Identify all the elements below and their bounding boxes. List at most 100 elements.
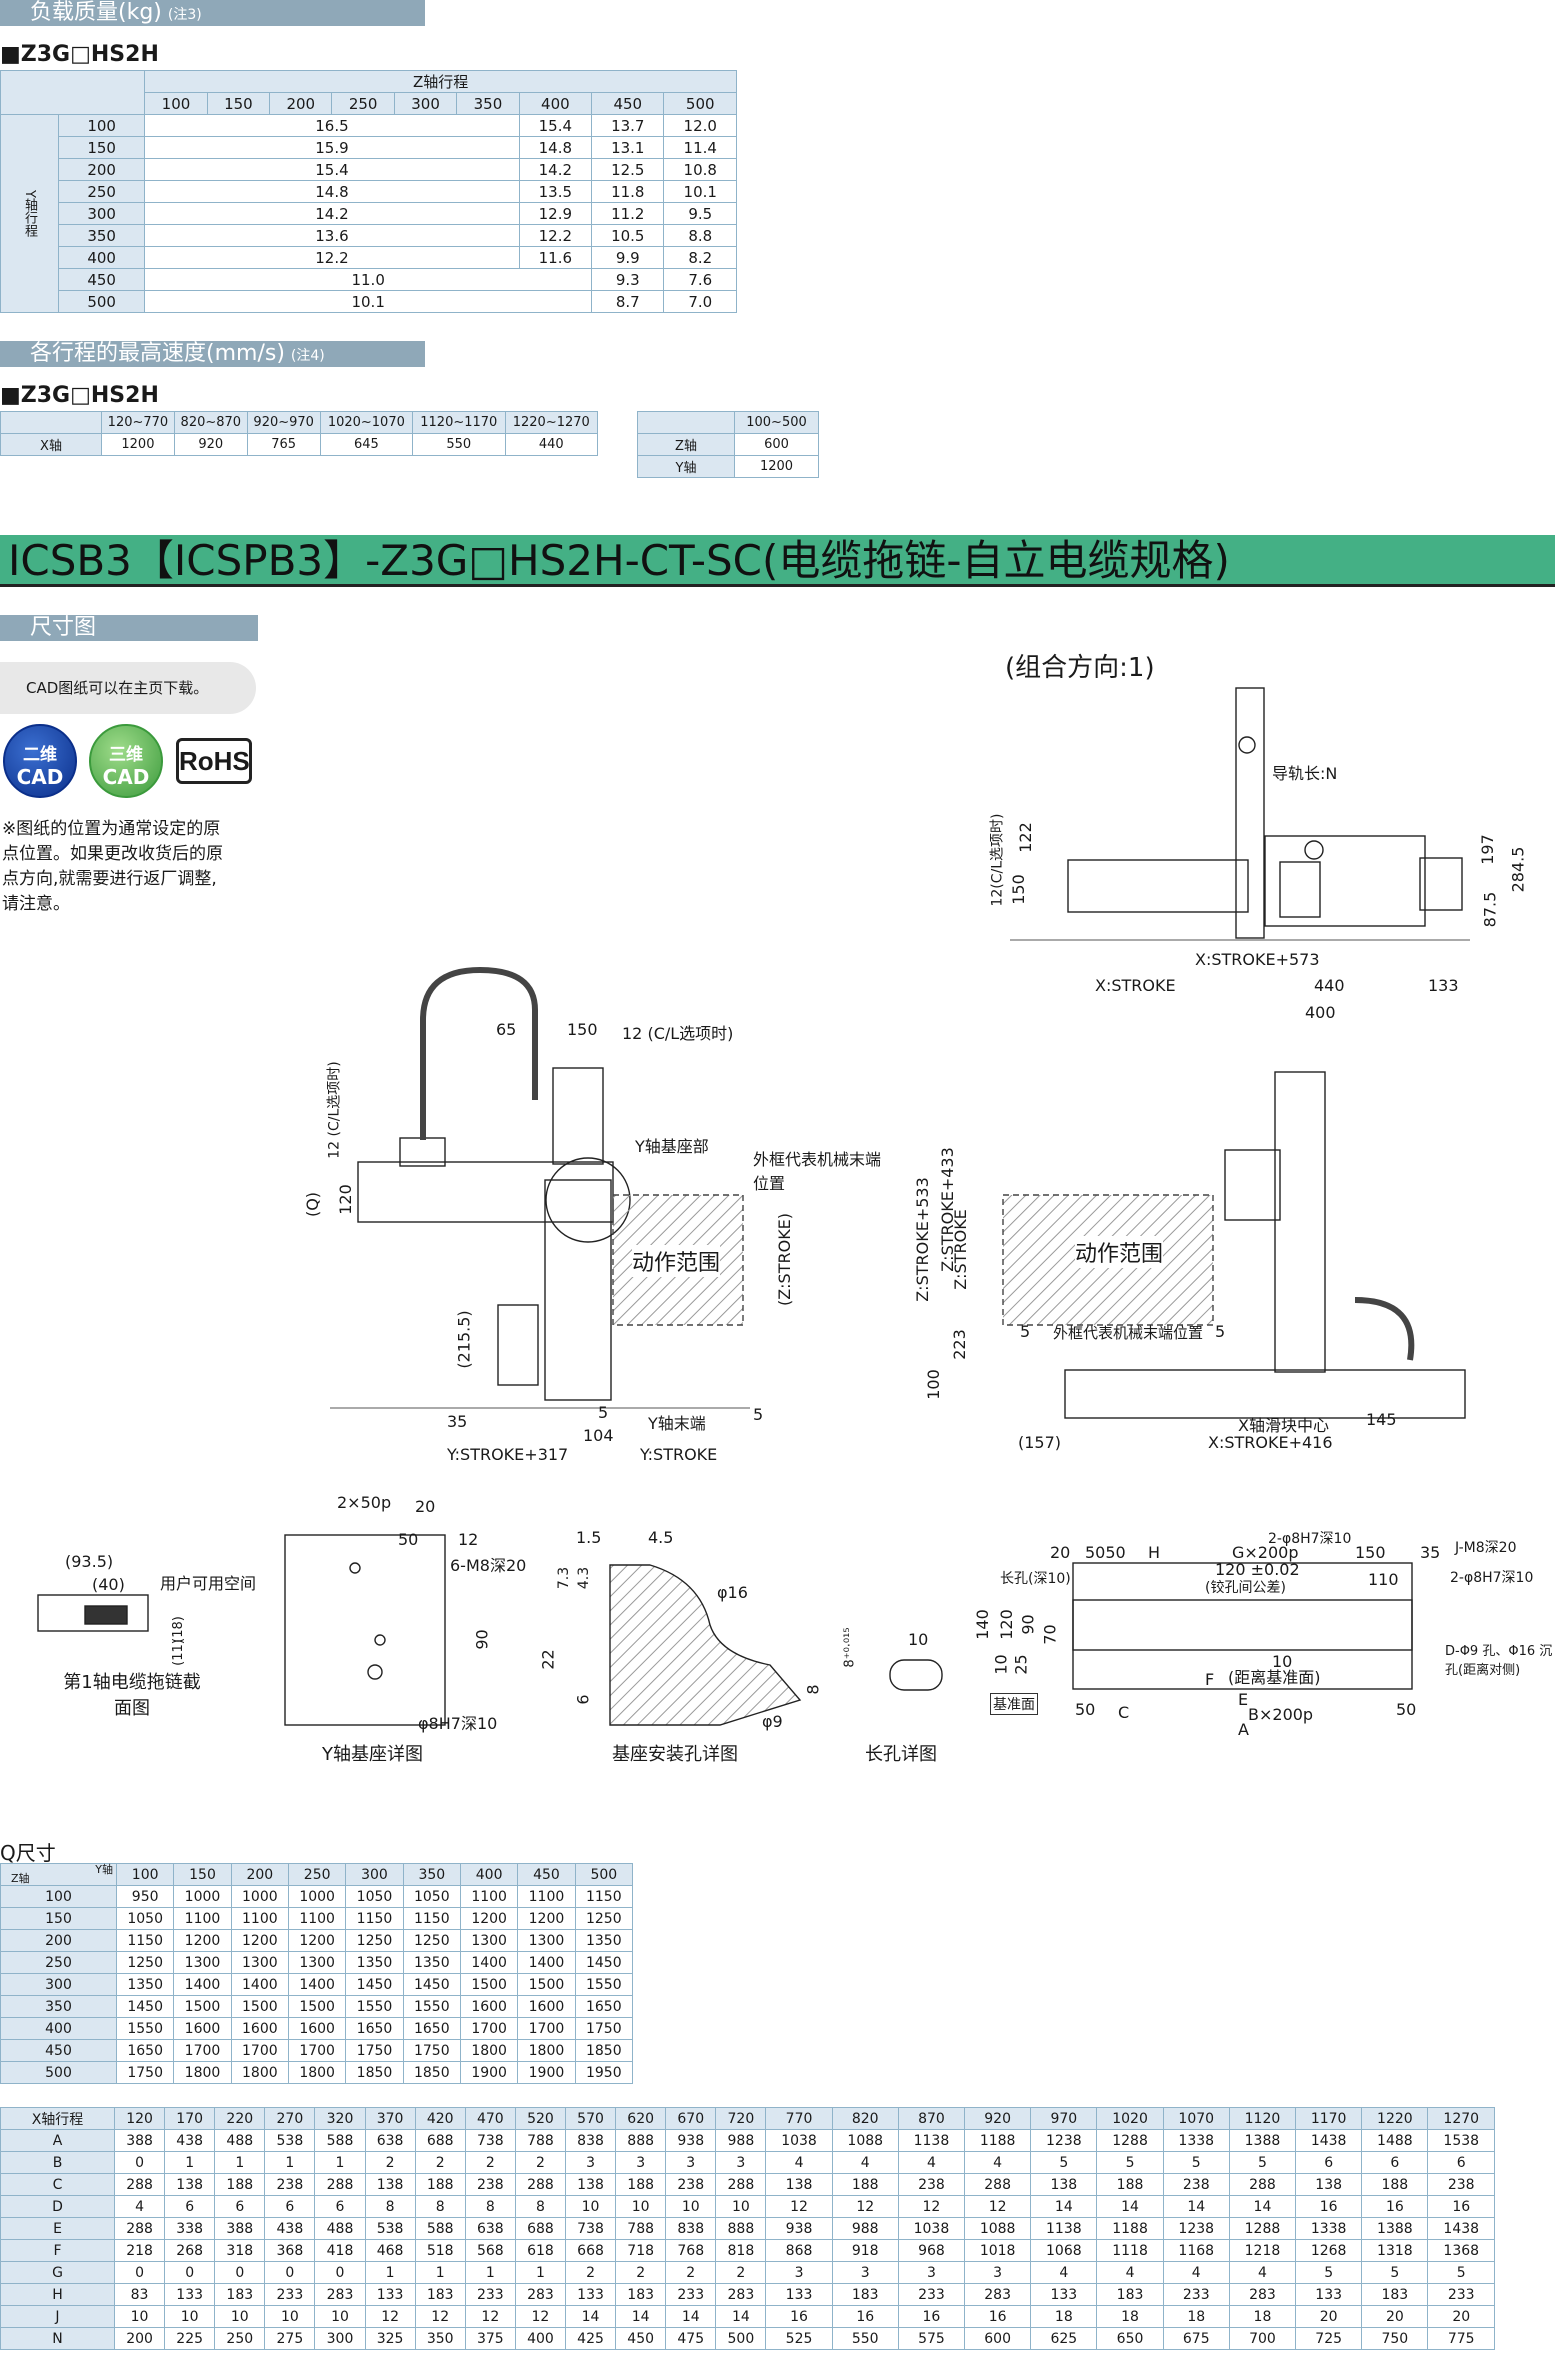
x-dim-value: 450 [615,2327,667,2350]
x-dim-value: 16 [1361,2195,1429,2218]
label-b2h8: 2-φ8H7深10 [1268,1531,1352,1547]
x-speed-value: 1200 [101,433,175,456]
z-stroke-header: Z轴行程 [144,70,737,93]
cad-2d-badge[interactable]: 二维 CAD [3,724,77,798]
x-dim-value: 718 [615,2239,667,2262]
label-250p: 2×50p [337,1493,392,1512]
x-dim-value: 1338 [1295,2217,1363,2240]
x-dim-value: 988 [831,2217,899,2240]
x-dim-value: 3 [564,2151,617,2174]
cad-2d-bottom: CAD [16,765,64,789]
cad-2d-top: 二维 [23,745,57,765]
x-dim-value: 488 [314,2217,366,2240]
x-dim-key: D [0,2195,115,2218]
speed-model-label: ■Z3G□HS2H [0,383,159,408]
x-dim-value: 1018 [964,2239,1032,2262]
x-dim-value: 238 [1162,2173,1230,2196]
side-motor [1224,1149,1281,1221]
x-dim-value: 1 [164,2151,216,2174]
x-dim-value: 16 [1427,2195,1495,2218]
q-value: 1350 [115,1973,175,1996]
q-y-stroke: 400 [459,1863,519,1886]
x-dim-value: 0 [113,2151,166,2174]
x-dim-value: 233 [897,2283,966,2306]
x-dim-key: A [0,2129,115,2152]
x-dim-value: 288 [113,2217,166,2240]
main-title: ICSB3【ICSPB3】-Z3G□HS2H-CT-SC(电缆拖链-自立电缆规格… [0,535,1555,587]
x-dim-value: 2 [514,2151,566,2174]
y-stroke-header: Y轴行程 [0,114,59,313]
cable-section-inner [84,1605,128,1625]
x-dim-value: 188 [615,2173,667,2196]
q-value: 1100 [287,1907,347,1930]
q-value: 1600 [287,2017,347,2040]
cad-3d-bottom: CAD [102,765,150,789]
x-dim-value: 12 [964,2195,1032,2218]
x-dim-value: 3 [615,2151,667,2174]
label-phi16: φ16 [717,1583,748,1602]
label-bg: G×200p [1232,1543,1299,1562]
x-dim-value: 12 [831,2195,899,2218]
x-dim-value: 138 [164,2173,216,2196]
x-dim-value: 675 [1162,2327,1230,2350]
label-bd: D-Φ9 孔、Φ16 沉孔(距离对侧) [1445,1644,1553,1678]
x-dim-value: 0 [214,2261,266,2284]
label-157: (157) [1018,1433,1062,1452]
x-dim-value: 988 [715,2129,767,2152]
x-dim-value: 16 [831,2305,899,2328]
top-view-z-column [1235,687,1265,939]
label-ys317: Y:STROKE+317 [447,1445,569,1464]
x-dim-value: 18 [1228,2305,1297,2328]
x-dim-value: 138 [364,2173,416,2196]
side-z-column [1274,1071,1326,1373]
label-b10: 10 [991,1654,1011,1675]
label-45: 4.5 [648,1528,674,1547]
x-dim-value: 138 [1030,2173,1098,2196]
q-z-stroke: 450 [0,2039,117,2062]
x-dim-value: 10 [113,2305,166,2328]
cad-3d-badge[interactable]: 三维 CAD [89,724,163,798]
x-dim-key: N [0,2327,115,2350]
front-lower-box [497,1304,539,1386]
label-bf: F [1205,1670,1215,1689]
x-dim-value: 1088 [964,2217,1032,2240]
x-dim-value: 888 [715,2217,767,2240]
slot-detail [889,1659,943,1691]
load-value: 12.2 [144,246,520,269]
label-cl12b: 12 (C/L选项时) [326,1061,343,1159]
label-150v: 150 [1008,874,1028,905]
load-value: 10.5 [591,224,665,247]
label-b150: 150 [1355,1543,1386,1562]
x-speed-range: 1220~1270 [504,411,599,434]
label-b50b: 50 [1396,1700,1417,1719]
load-value: 9.3 [591,268,665,291]
x-dim-value: 133 [564,2283,617,2306]
x-dim-value: 10 [564,2195,617,2218]
label-223: 223 [949,1329,969,1360]
q-value: 1850 [574,2039,634,2062]
label-22: 22 [538,1649,558,1670]
speed-section-note: (注4) [290,348,325,364]
load-y-stroke: 350 [57,224,146,247]
top-view-pulley-2 [1304,840,1324,860]
x-dim-value: 20 [1361,2305,1429,2328]
q-value: 1600 [459,1995,519,2018]
label-bref: (距离基准面) [1228,1668,1321,1687]
x-dim-value: 1288 [1096,2129,1164,2152]
q-value: 1400 [517,1951,576,1974]
cad-3d-top: 三维 [109,745,143,765]
q-z-stroke: 100 [0,1885,117,1908]
x-dim-value: 233 [464,2283,516,2306]
y-base-detail [284,1534,446,1726]
x-dim-value: 1238 [1162,2217,1230,2240]
caption-cable-section: 第1轴电缆拖链截面图 [63,1672,201,1719]
speed-section-title: 各行程的最高速度(mm/s) [30,341,285,366]
x-speed-corner [0,411,102,434]
q-value: 1150 [115,1929,175,1952]
x-dim-value: 300 [314,2327,366,2350]
x-dim-value: 3 [831,2261,899,2284]
